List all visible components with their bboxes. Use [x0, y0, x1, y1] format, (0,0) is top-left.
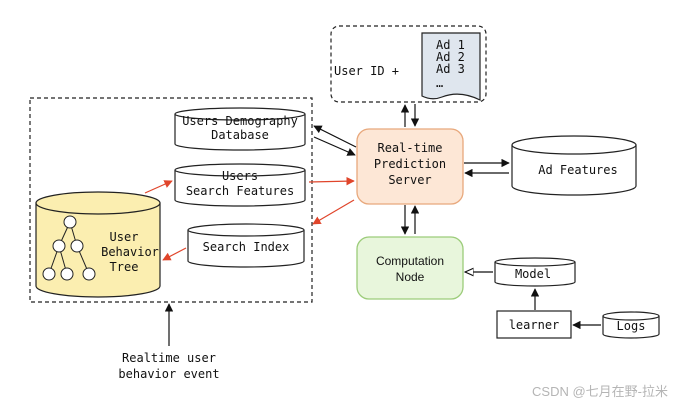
- user-features-region: [29, 97, 313, 303]
- server-label-3: Server: [388, 173, 431, 187]
- ad-features: Ad Features: [511, 135, 637, 196]
- computation-node: Computation Node: [356, 236, 464, 300]
- users-search-features: Users Search Features: [174, 163, 306, 207]
- computation-label-2: Node: [396, 270, 425, 284]
- server-label-1: Real-time: [377, 141, 442, 155]
- ad-features-label: Ad Features: [538, 163, 617, 177]
- ad-item-more: …: [436, 76, 443, 90]
- model-label: Model: [515, 267, 551, 281]
- arrow-search-features-to-server: [308, 176, 355, 186]
- behavior-tree-label-2: Behavior: [101, 245, 159, 259]
- logs-store: Logs: [602, 311, 660, 339]
- users-demography-label-1: Users Demography: [182, 114, 298, 128]
- logs-label: Logs: [617, 319, 646, 333]
- user-behavior-tree: User Behavior Tree: [35, 191, 161, 298]
- event-label-2: behavior event: [118, 367, 219, 381]
- tree-graph-icon: [42, 215, 96, 281]
- ad-list-document: [421, 32, 481, 101]
- learner-label: learner: [509, 318, 560, 332]
- ad-item-2: Ad 2: [436, 50, 465, 64]
- prediction-server: Real-time Prediction Server: [356, 128, 464, 205]
- search-features-label-1: Users: [222, 169, 258, 183]
- watermark: CSDN @七月在野-拉米: [532, 384, 668, 399]
- behavior-tree-label-3: Tree: [110, 260, 139, 274]
- model-store: Model: [494, 257, 576, 287]
- arrow-server-to-search-index: [312, 199, 355, 225]
- ad-item-1: Ad 1: [436, 38, 465, 52]
- learner-box: learner: [496, 310, 572, 339]
- ad-item-3: Ad 3: [436, 62, 465, 76]
- user-id-label: User ID +: [334, 64, 399, 78]
- server-label-2: Prediction: [374, 157, 446, 171]
- arrow-tree-to-search-features: [144, 180, 173, 194]
- search-index-label: Search Index: [203, 240, 290, 254]
- users-demography-database: Users Demography Database: [174, 107, 306, 151]
- arrow-search-index-to-tree: [162, 247, 187, 261]
- event-label-1: Realtime user: [122, 351, 216, 365]
- arrow-demography-to-server: [313, 136, 356, 156]
- computation-label-1: Computation: [376, 254, 444, 268]
- arrow-server-to-demography: [313, 125, 357, 148]
- users-demography-label-2: Database: [211, 128, 269, 142]
- search-index: Search Index: [187, 223, 305, 268]
- search-features-label-2: Search Features: [186, 184, 294, 198]
- behavior-tree-label-1: User: [110, 230, 139, 244]
